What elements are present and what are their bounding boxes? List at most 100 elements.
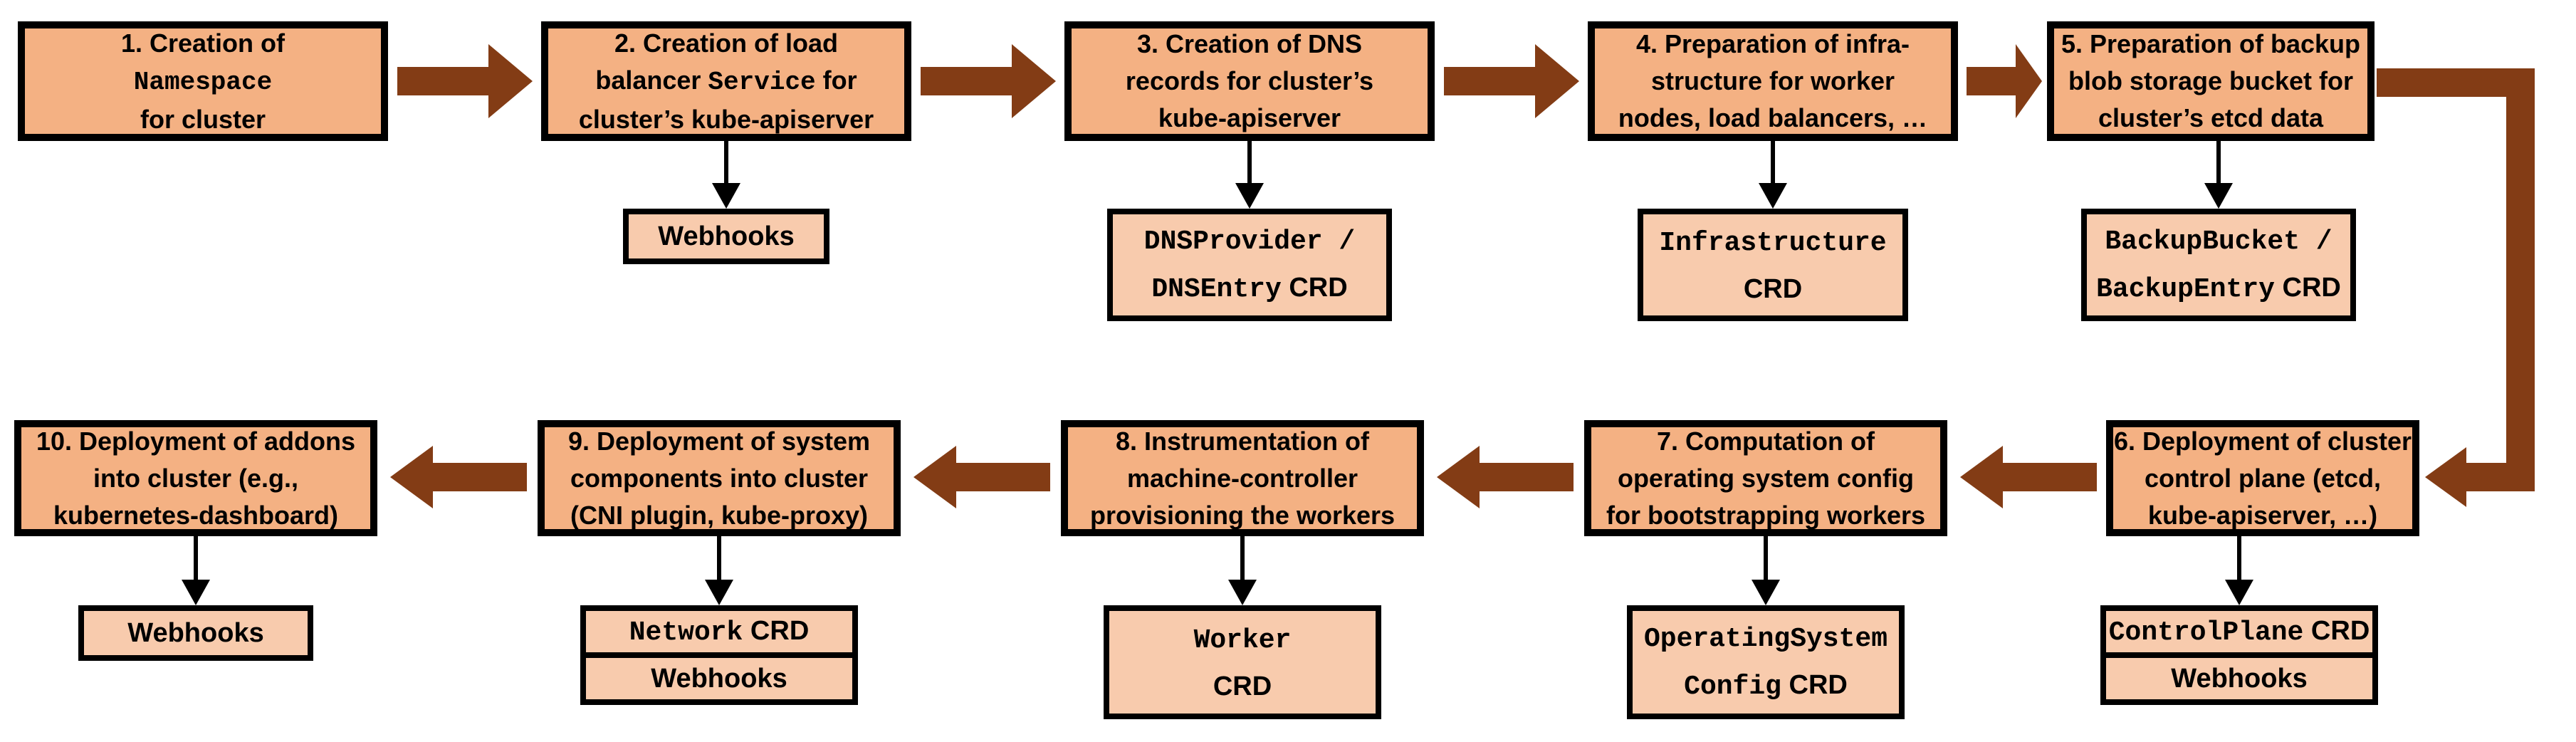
text-line: DNSProvider / <box>1144 217 1355 265</box>
flow-arrow-right-4-head-icon <box>2015 44 2042 118</box>
flow-arrow-elbow-head-icon <box>2425 447 2466 507</box>
text-segment: 9. Deployment of system <box>567 426 871 456</box>
text-segment: 2. Creation of load <box>614 28 839 58</box>
step-title: 5. Preparation of backup blob storage buc… <box>2054 26 2367 137</box>
text-segment: DNSEntry <box>1151 274 1282 305</box>
connector-arrowhead-icon <box>1235 183 1264 209</box>
text-segment: 10. Deployment of addons <box>36 426 356 456</box>
text-line: Config CRD <box>1684 662 1848 710</box>
connector-arrowhead-icon <box>1759 183 1787 209</box>
text-line: structure for worker <box>1595 63 1951 100</box>
step-title: 8. Instrumentation of machine-controller p… <box>1068 423 1417 534</box>
text-line: CRD <box>1744 266 1802 312</box>
text-segment: kube-apiserver <box>1158 103 1341 132</box>
text-segment: kube-apiserver, …) <box>2147 500 2378 530</box>
text-segment: operating system config <box>1617 463 1915 493</box>
step-box-4: 4. Preparation of infra-structure for wo… <box>1588 21 1958 141</box>
flow-arrow-right-2-head-icon <box>1012 44 1056 118</box>
text-segment: 8. Instrumentation of <box>1115 426 1369 456</box>
text-segment: for <box>815 65 857 95</box>
text-line: Network CRD <box>629 608 810 656</box>
flow-arrow-right-3-head-icon <box>1535 44 1579 118</box>
text-line: components into cluster <box>545 460 894 497</box>
text-segment: machine-controller <box>1126 463 1358 493</box>
connector-arrowhead-icon <box>705 580 733 605</box>
text-line: kube-apiserver <box>1072 100 1428 137</box>
text-segment: records for cluster’s <box>1125 66 1374 95</box>
text-segment: Infrastructure <box>1659 227 1887 258</box>
text-line: Namespace <box>25 62 381 101</box>
flow-arrow-right-4-body <box>1967 67 2016 95</box>
step-box-3: 3. Creation of DNS records for cluster’s k… <box>1064 21 1435 141</box>
text-segment: into cluster (e.g., <box>93 463 299 493</box>
text-segment: cluster’s kube-apiserver <box>578 104 874 134</box>
backupbucket-backupentry-crd-box: BackupBucket /BackupEntry CRD <box>2081 209 2356 321</box>
text-line: balancer Service for <box>548 62 904 101</box>
flow-arrow-left-1-head-icon <box>390 446 433 508</box>
connector-line-step-9 <box>717 536 721 584</box>
step-title: 7. Computation of operating system config… <box>1591 423 1940 534</box>
text-line: Webhooks <box>658 214 794 259</box>
text-line: 3. Creation of DNS <box>1072 26 1428 63</box>
text-line: OperatingSystem <box>1644 615 1888 662</box>
text-line: Worker <box>1194 616 1292 664</box>
text-segment: OperatingSystem <box>1643 624 1888 654</box>
text-segment: 1. Creation of <box>120 28 286 58</box>
connector-line-step-3 <box>1247 141 1252 187</box>
text-segment: Network <box>629 617 743 648</box>
connector-line-step-10 <box>194 536 198 584</box>
text-segment: kubernetes-dashboard) <box>53 500 339 530</box>
text-line: control plane (etcd, <box>2113 460 2412 497</box>
flow-arrow-left-3-body <box>1480 463 1574 491</box>
text-segment: CRD <box>1781 670 1848 700</box>
text-segment: 5. Preparation of backup <box>2061 29 2361 58</box>
flow-arrow-right-2-body <box>921 67 1012 95</box>
text-segment: Webhooks <box>651 664 787 694</box>
text-segment: 7. Computation of <box>1657 426 1875 456</box>
text-segment: BackupEntry <box>2096 274 2275 305</box>
text-segment: 4. Preparation of infra- <box>1635 29 1910 58</box>
connector-line-step-6 <box>2237 536 2241 584</box>
connector-line-step-4 <box>1771 141 1775 187</box>
step-box-5: 5. Preparation of backup blob storage buc… <box>2047 21 2375 141</box>
flow-arrow-right-3-body <box>1444 67 1535 95</box>
text-line: Infrastructure <box>1659 219 1886 266</box>
text-line: operating system config <box>1591 460 1940 497</box>
text-segment: Config <box>1684 672 1781 702</box>
text-line: 4. Preparation of infra- <box>1595 26 1951 63</box>
text-segment: balancer <box>595 65 708 95</box>
step-box-6: 6. Deployment of cluster control plane (e… <box>2106 420 2419 536</box>
text-line: DNSEntry CRD <box>1151 265 1347 313</box>
text-segment: CRD <box>1743 273 1803 304</box>
text-segment: components into cluster <box>570 463 869 493</box>
flow-arrow-left-4-head-icon <box>1960 446 2003 508</box>
text-segment: provisioning the workers <box>1089 500 1396 530</box>
step-title: 6. Deployment of cluster control plane (e… <box>2113 423 2412 534</box>
text-segment: Service <box>708 67 816 97</box>
controlplane-crd-box: ControlPlane CRD <box>2100 605 2378 658</box>
text-line: blob storage bucket for <box>2054 63 2367 100</box>
text-line: 2. Creation of load <box>548 25 904 62</box>
text-segment: control plane (etcd, <box>2144 463 2382 493</box>
text-line: ControlPlane CRD <box>2109 608 2370 656</box>
flow-arrow-left-3-head-icon <box>1437 446 1480 508</box>
connector-arrowhead-icon <box>2204 183 2233 209</box>
connector-line-step-7 <box>1764 536 1768 584</box>
text-segment: 6. Deployment of cluster <box>2113 426 2412 456</box>
text-segment: CRD <box>743 615 810 646</box>
text-segment: blob storage bucket for <box>2068 66 2354 95</box>
text-segment: cluster’s etcd data <box>2098 103 2324 132</box>
step-box-7: 7. Computation of operating system config… <box>1584 420 1947 536</box>
text-line: 9. Deployment of system <box>545 423 894 460</box>
connector-arrowhead-icon <box>1228 580 1257 605</box>
text-line: 1. Creation of <box>25 25 381 62</box>
text-line: CRD <box>1213 664 1272 709</box>
text-line: 5. Preparation of backup <box>2054 26 2367 63</box>
step-title: 3. Creation of DNS records for cluster’s k… <box>1072 26 1428 137</box>
connector-line-step-8 <box>1240 536 1245 584</box>
